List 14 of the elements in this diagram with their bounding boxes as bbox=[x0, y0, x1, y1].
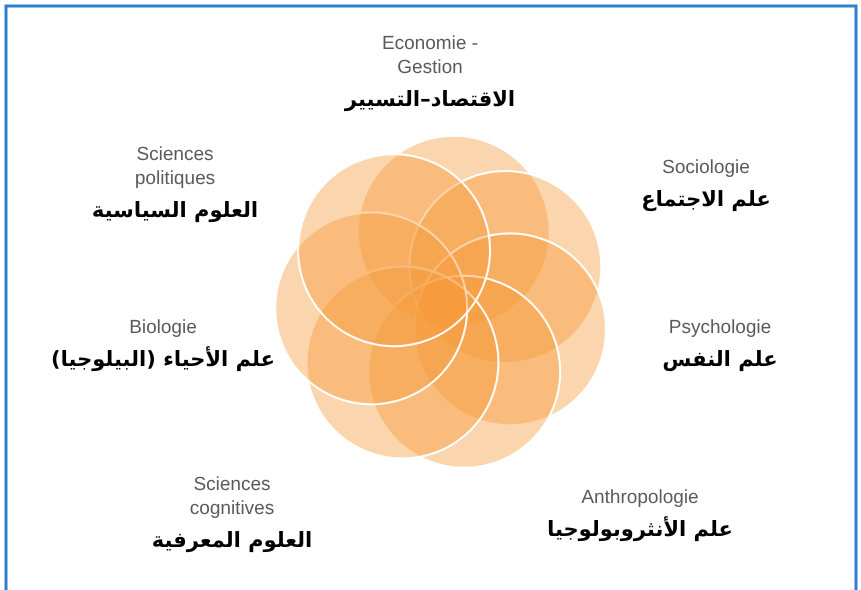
arabic-translation: علم النفس bbox=[662, 346, 778, 374]
discipline-name: Economie - Gestion bbox=[380, 32, 480, 80]
discipline-name: Anthropologie bbox=[581, 486, 699, 510]
discipline-name: Sociologie bbox=[662, 156, 750, 180]
arabic-translation: علم الاجتماع bbox=[641, 186, 771, 214]
arabic-translation: الاقتصاد–التسيير bbox=[344, 86, 516, 114]
discipline-name: Sciences politiques bbox=[134, 143, 216, 191]
arabic-translation: العلوم المعرفية bbox=[152, 527, 312, 554]
arabic-translation: علم الأحياء (البيلوجيا) bbox=[51, 345, 275, 374]
arabic-translation: العلوم السياسية bbox=[92, 197, 258, 224]
discipline-name: Sciences cognitives bbox=[188, 473, 276, 521]
discipline-name: Psychologie bbox=[668, 316, 772, 340]
arabic-translation: علم الأنثروبولوجيا bbox=[547, 515, 733, 544]
discipline-name: Biologie bbox=[129, 316, 197, 340]
